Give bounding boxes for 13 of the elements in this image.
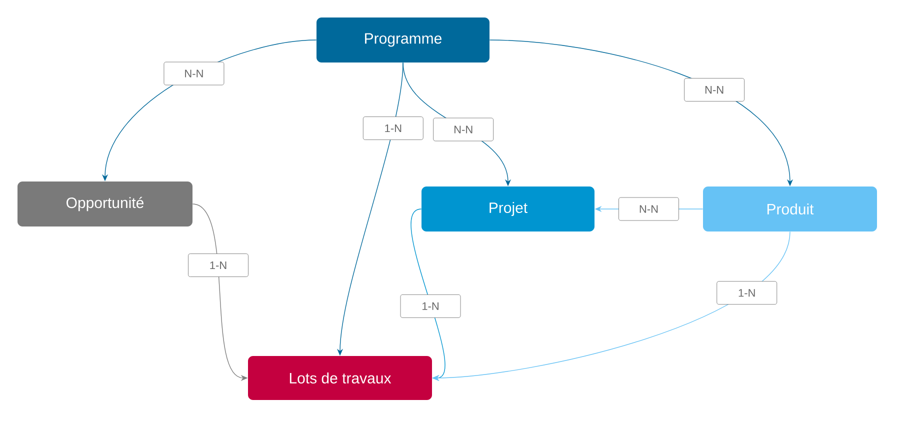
edge-label: N-N xyxy=(684,78,745,102)
edge-label: 1-N xyxy=(188,254,248,277)
process-box: Lots de travaux xyxy=(248,356,432,400)
process-box: Opportunité xyxy=(18,182,192,226)
edge-label: 1-N xyxy=(400,294,461,318)
edge-label: N-N xyxy=(618,197,679,221)
edge-label: N-N xyxy=(433,118,494,142)
process-box: Projet xyxy=(422,186,594,232)
process-box: Produit xyxy=(703,186,877,232)
process-box: Programme xyxy=(316,18,490,62)
edge-label: N-N xyxy=(164,62,224,86)
edge-label: 1-N xyxy=(716,281,778,305)
edge-label: 1-N xyxy=(362,116,424,140)
